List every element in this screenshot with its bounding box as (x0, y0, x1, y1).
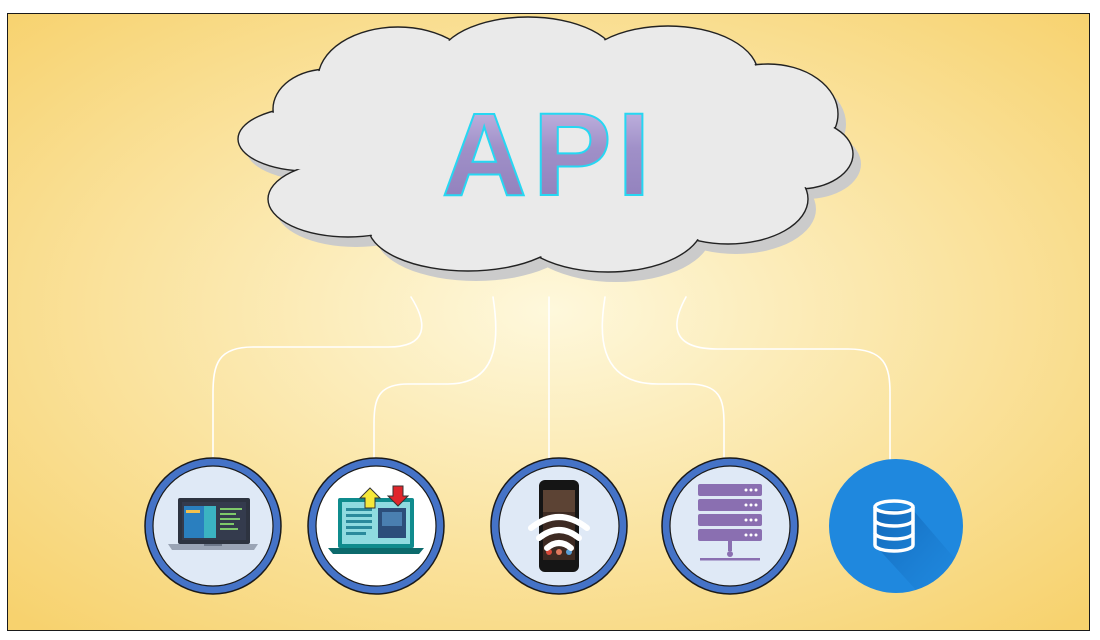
server-rack-icon (698, 484, 762, 561)
diagram-canvas: API (8, 14, 1089, 630)
api-cloud (237, 16, 861, 282)
download-arrow-icon (386, 485, 410, 507)
node-desktop[interactable] (144, 457, 282, 595)
laptop-code-icon (168, 498, 258, 550)
api-title: API (442, 89, 657, 221)
node-server[interactable] (661, 457, 799, 595)
connector-database (676, 296, 891, 460)
connector-transfer (373, 296, 497, 460)
node-transfer[interactable] (307, 457, 445, 595)
node-mobile[interactable] (490, 457, 628, 595)
connector-lines (212, 296, 891, 460)
cloud-fill (239, 18, 852, 271)
api-diagram: API (7, 13, 1090, 631)
laptop-transfer-icon (328, 485, 424, 554)
connector-desktop (212, 296, 423, 460)
smartphone-wifi-icon (528, 480, 590, 572)
database-icon (873, 499, 915, 553)
connector-server (601, 296, 725, 460)
upload-arrow-icon (358, 487, 382, 509)
